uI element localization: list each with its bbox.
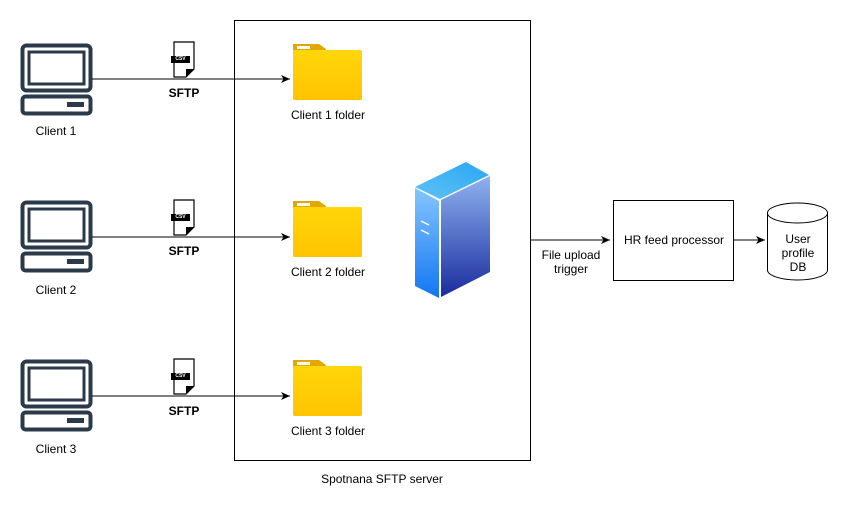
csv-file-icon (171, 199, 195, 236)
server-icon (415, 162, 490, 298)
client-label: Client 2 (35, 283, 77, 297)
protocol-label: SFTP (168, 404, 200, 418)
server-label: Spotnana SFTP server (321, 472, 443, 486)
trigger-label-line1: File upload (541, 248, 601, 262)
trigger-label-line2: trigger (553, 262, 588, 276)
csv-badge: CSV (175, 373, 186, 379)
csv-file-icon (171, 358, 195, 395)
client-label: Client 1 (35, 124, 77, 138)
database-label: User profile DB (768, 232, 828, 274)
database-label-line1: User (785, 232, 811, 246)
folder-icon (293, 44, 362, 100)
csv-badge: CSV (175, 214, 186, 220)
client-row-3 (20, 358, 362, 432)
sftp-server-container (234, 20, 531, 461)
folder-label: Client 3 folder (290, 424, 366, 438)
client-row-2 (20, 199, 362, 273)
database-label-line2: profile (781, 246, 815, 260)
database-icon (767, 202, 828, 281)
hr-feed-processor-box (613, 200, 734, 281)
computer-icon (20, 200, 93, 273)
computer-icon (20, 359, 93, 432)
folder-icon (293, 201, 362, 257)
database-label-line3: DB (789, 260, 807, 274)
csv-file-icon (171, 41, 195, 78)
computer-icon (20, 43, 93, 116)
folder-icon (293, 360, 362, 416)
protocol-label: SFTP (168, 244, 200, 258)
trigger-label: File upload trigger (533, 248, 609, 276)
folder-label: Client 1 folder (290, 108, 366, 122)
client-row-1 (20, 41, 362, 116)
processor-label: HR feed processor (623, 233, 725, 247)
csv-badge: CSV (175, 56, 186, 62)
client-label: Client 3 (35, 442, 77, 456)
folder-label: Client 2 folder (290, 265, 366, 279)
protocol-label: SFTP (168, 86, 200, 100)
